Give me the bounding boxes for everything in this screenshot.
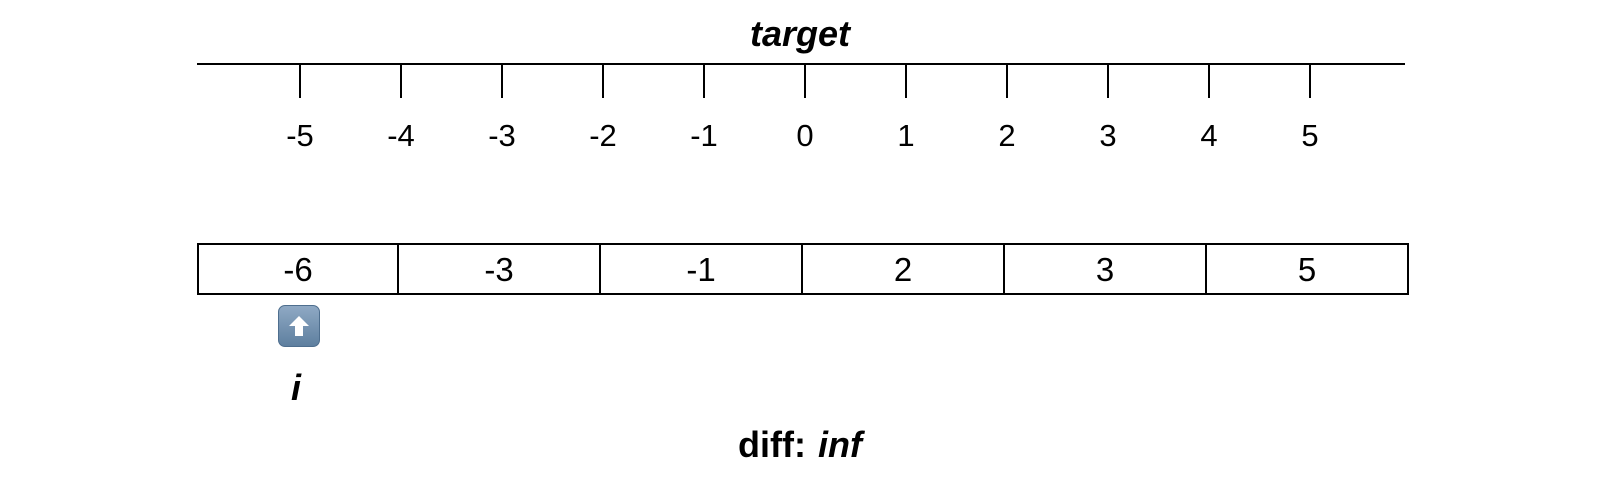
array-cell: -3: [397, 243, 601, 295]
axis-tick-label: -1: [690, 118, 718, 153]
up-arrow-glyph: [289, 316, 309, 336]
axis-tick: [501, 64, 503, 98]
array-cell: 5: [1205, 243, 1409, 295]
axis-tick: [1309, 64, 1311, 98]
axis-tick-label: 0: [796, 118, 814, 153]
axis-tick: [1006, 64, 1008, 98]
axis-tick: [905, 64, 907, 98]
axis-tick-label: 2: [998, 118, 1016, 153]
array-cell: 2: [801, 243, 1005, 295]
axis-tick-label: 1: [897, 118, 915, 153]
diff-value: inf: [817, 424, 862, 465]
axis-tick-label: 3: [1099, 118, 1117, 153]
axis-tick-label: -4: [387, 118, 415, 153]
array-cell: 3: [1003, 243, 1207, 295]
diff-readout: diff: inf: [0, 423, 1600, 467]
axis-tick-label: -3: [488, 118, 516, 153]
axis-tick: [299, 64, 301, 98]
axis-tick-label: -5: [286, 118, 314, 153]
array-cell: -1: [599, 243, 803, 295]
axis-tick: [602, 64, 604, 98]
axis-tick: [1208, 64, 1210, 98]
array-cell: -6: [197, 243, 399, 295]
up-arrow-icon: [278, 305, 320, 347]
axis-tick-label: -2: [589, 118, 617, 153]
axis-tick-label: 4: [1200, 118, 1218, 153]
diff-label: diff:: [738, 424, 806, 465]
pointer-label: i: [290, 367, 301, 408]
axis-tick-label: 5: [1301, 118, 1319, 153]
target-title: target: [749, 13, 851, 54]
axis-tick: [400, 64, 402, 98]
number-line-axis: [197, 63, 1405, 65]
axis-tick: [1107, 64, 1109, 98]
axis-tick: [804, 64, 806, 98]
axis-tick: [703, 64, 705, 98]
